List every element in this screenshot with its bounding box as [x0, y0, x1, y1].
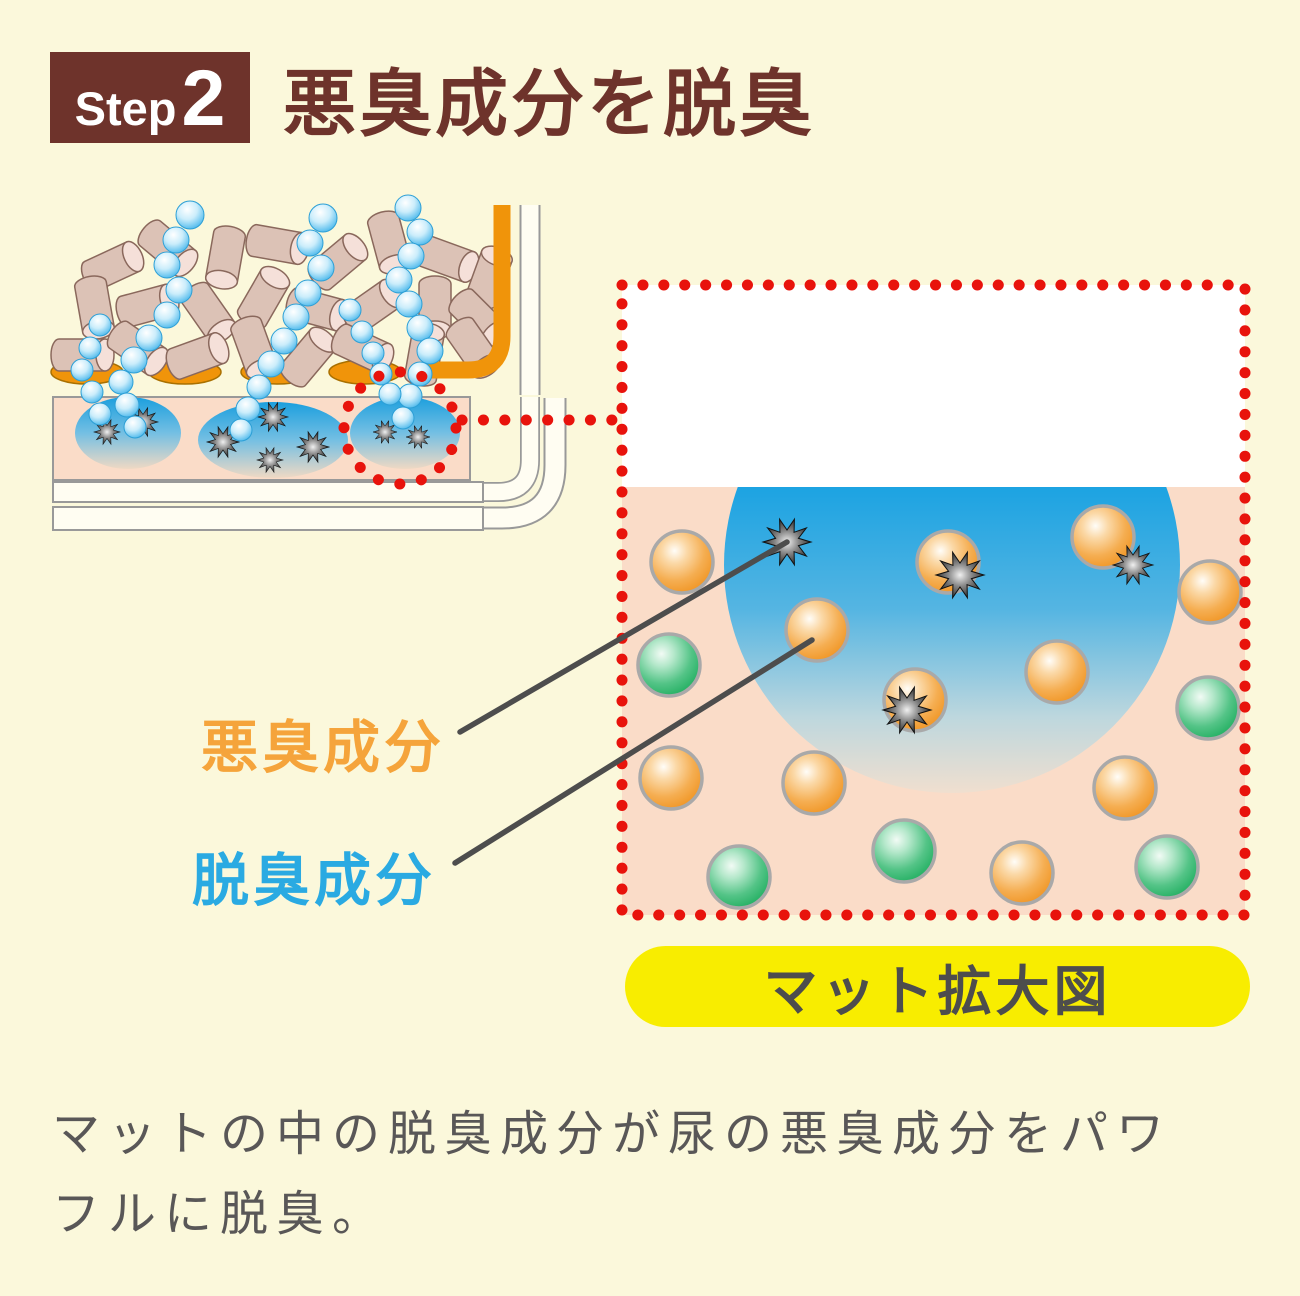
step-badge: Step 2	[50, 52, 250, 143]
lower-tray-walls	[483, 205, 567, 530]
page-title: 悪臭成分を脱臭	[283, 63, 815, 145]
step-badge-word: Step	[74, 82, 177, 135]
odor-component-label: 悪臭成分	[201, 716, 445, 780]
magnified-mat-view	[616, 279, 1251, 921]
tray-layer-2	[52, 506, 484, 531]
deodorizer-component-label: 脱臭成分	[192, 849, 436, 913]
tray-layer-1	[52, 481, 484, 503]
litter-tray-cross-section-illustration	[50, 194, 628, 531]
mat-zoom-banner: マット拡大図	[625, 946, 1250, 1027]
magnified-air-area	[622, 285, 1245, 487]
caption-line-1: マットの中の脱臭成分が尿の悪臭成分をパワ	[52, 1108, 1173, 1161]
zoom-highlight-circle	[338, 366, 462, 490]
absorbed-urine-zone	[724, 487, 1180, 793]
urine-droplets	[70, 194, 444, 442]
step-badge-number: 2	[181, 53, 226, 142]
caption-line-2: フルに脱臭。	[52, 1188, 389, 1241]
upper-tray-wall	[425, 205, 511, 379]
caption-text: マットの中の脱臭成分が尿の悪臭成分をパワ フルに脱臭。	[52, 1095, 1262, 1255]
mat-zoom-banner-text: マット拡大図	[763, 962, 1112, 1022]
